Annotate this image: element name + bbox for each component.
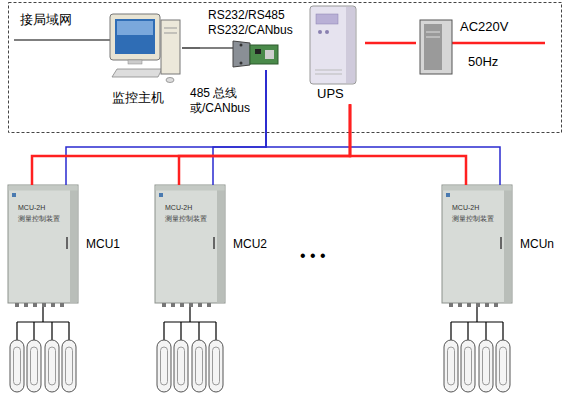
converter-illustration xyxy=(200,41,278,67)
keyboard xyxy=(112,69,162,77)
drive-slot xyxy=(164,33,177,34)
power-source-illustration xyxy=(420,20,545,74)
bus-line xyxy=(66,70,266,185)
sensor-lead xyxy=(451,307,503,340)
pc-illustration xyxy=(110,14,180,83)
power-cabinet xyxy=(420,20,452,74)
mcu-cabinet-drawing xyxy=(442,185,512,307)
sensor-leads xyxy=(17,307,503,340)
bus-label: 485 总线 或/CANbus xyxy=(190,86,260,116)
unit-name: MCU1 xyxy=(86,237,120,252)
mains-line xyxy=(452,42,545,45)
ups-label: UPS xyxy=(317,86,344,102)
sensor xyxy=(62,340,76,392)
ups-vent xyxy=(315,70,342,71)
model-label: MCU-2H xyxy=(452,204,479,213)
ups-illustration xyxy=(310,6,356,84)
ups-button xyxy=(325,30,329,34)
ups-unit: UPS xyxy=(305,4,365,104)
cable-stub xyxy=(200,47,233,48)
serial-converter: RS232/RS485 RS232/CANbus xyxy=(200,6,300,70)
slot xyxy=(426,32,440,33)
sensor-lead xyxy=(17,307,69,340)
sensor xyxy=(444,340,458,392)
ups-button xyxy=(318,30,322,34)
ellipsis-mark: • • • xyxy=(300,246,326,266)
sensor xyxy=(209,340,223,392)
converter-board xyxy=(250,45,278,64)
screw xyxy=(240,62,243,65)
mcu-cabinet: MCU-2H 测量控制装置 MCUn xyxy=(442,185,562,303)
host-region-outline xyxy=(9,3,562,133)
power-line xyxy=(179,104,350,185)
ups-vent xyxy=(315,74,342,75)
power-source: AC220V 50Hz xyxy=(416,18,520,76)
pc-workstation: 监控主机 xyxy=(106,10,182,112)
host-label: 监控主机 xyxy=(112,90,164,106)
chip xyxy=(255,49,261,54)
sensor xyxy=(10,340,24,392)
sensor-lead xyxy=(164,307,216,340)
ups-body xyxy=(310,6,356,84)
interface-label: RS232/RS485 RS232/CANbus xyxy=(208,8,298,38)
model-label: MCU-2H xyxy=(18,204,45,213)
monitor xyxy=(110,14,160,60)
bus-line xyxy=(266,70,500,185)
sensor xyxy=(461,340,475,392)
ups-side xyxy=(346,7,355,83)
mcu-cabinet: MCU-2H 测量控制装置 MCU1 xyxy=(8,185,128,303)
drive-slot xyxy=(164,28,177,29)
monitor-stand xyxy=(128,60,142,64)
frequency-label: 50Hz xyxy=(468,54,498,70)
screen-glare xyxy=(117,21,153,35)
power-line xyxy=(350,104,466,185)
model-label: MCU-2H xyxy=(165,204,192,213)
mcu-cabinet-drawing xyxy=(8,185,78,307)
pc-tower xyxy=(161,20,180,74)
power-cabinet-front xyxy=(424,24,442,70)
device-label: 测量控制装置 xyxy=(18,215,60,224)
db9-shell xyxy=(233,41,250,67)
sensor xyxy=(479,340,493,392)
mcu-cabinet: MCU-2H 测量控制装置 MCU2 xyxy=(155,185,275,303)
terminal xyxy=(265,50,274,59)
device-label: 测量控制装置 xyxy=(165,215,207,224)
mouse xyxy=(166,78,174,83)
unit-name: MCUn xyxy=(520,237,554,252)
screen xyxy=(115,19,155,54)
power-line xyxy=(32,104,350,185)
power-line xyxy=(365,42,416,45)
device-label: 测量控制装置 xyxy=(452,215,494,224)
mcu-cabinet-drawing xyxy=(155,185,225,307)
sensor xyxy=(174,340,188,392)
screw xyxy=(240,44,243,47)
sensor xyxy=(27,340,41,392)
ups-panel xyxy=(316,14,338,24)
lan-label: 接局域网 xyxy=(20,12,72,28)
slot xyxy=(426,37,440,38)
sensor xyxy=(192,340,206,392)
voltage-label: AC220V xyxy=(460,19,508,35)
lan-line xyxy=(14,39,110,40)
sensor xyxy=(496,340,510,392)
sensor xyxy=(157,340,171,392)
unit-name: MCU2 xyxy=(233,237,267,252)
sensor xyxy=(45,340,59,392)
serial-link xyxy=(182,47,200,48)
